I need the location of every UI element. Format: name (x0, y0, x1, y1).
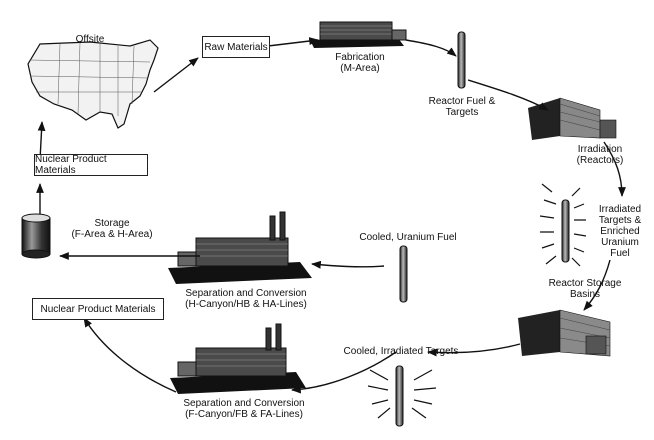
radiation-sparks-icon (367, 183, 587, 419)
reactor-fuel-rod-icon (457, 31, 466, 89)
storage-cylinder-icon (21, 213, 51, 259)
fabrication-label: Fabrication (M-Area) (335, 52, 385, 74)
storage-label: Storage (F-Area & H-Area) (71, 218, 153, 240)
reactor-building-icon (528, 97, 617, 140)
separation-f-label: Separation and Conversion (F-Canyon/FB &… (183, 398, 305, 420)
fabrication-building-icon (310, 21, 407, 48)
cooled-irradiated-targets-label: Cooled, Irradiated Targets (343, 346, 459, 357)
irradiated-rod-icon (561, 199, 570, 263)
nuclear-product-materials-upper-box: Nuclear Product Materials (34, 154, 148, 176)
nuclear-product-materials-lower-box: Nuclear Product Materials (32, 298, 164, 320)
storage-basins-building-icon (518, 309, 611, 357)
cooled-uranium-fuel-label: Cooled, Uranium Fuel (359, 232, 457, 243)
cycle-arrows (36, 37, 626, 394)
irradiated-targets-label: Irradiated Targets & Enriched Uranium Fu… (598, 204, 642, 259)
reactor-fuel-targets-label: Reactor Fuel & Targets (428, 96, 496, 118)
usa-map-icon (27, 39, 159, 129)
raw-materials-box: Raw Materials (202, 36, 270, 58)
offsite-label: Offsite (75, 34, 105, 45)
f-canyon-building-icon (170, 323, 306, 394)
reactor-storage-basins-label: Reactor Storage Basins (548, 278, 622, 300)
h-canyon-building-icon (168, 211, 312, 284)
irradiation-label: Irradiation (Reactors) (576, 144, 624, 166)
cooled-targets-rod-icon (395, 365, 404, 427)
separation-h-label: Separation and Conversion (H-Canyon/HB &… (185, 288, 307, 310)
cooled-uranium-rod-icon (399, 245, 408, 303)
